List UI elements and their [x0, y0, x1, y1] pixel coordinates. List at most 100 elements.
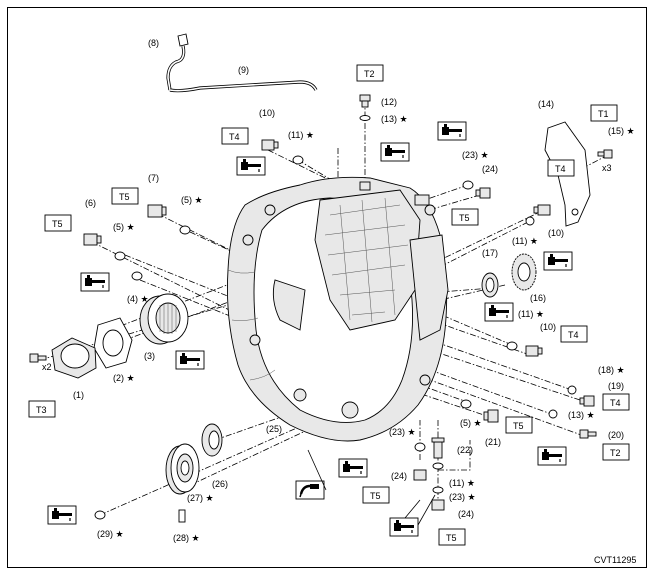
star-23c: ★ [468, 492, 476, 502]
star-23b: ★ [408, 427, 416, 437]
callout-11d: (11) [449, 478, 464, 488]
svg-text:(11) ★: (11) ★ [518, 309, 544, 319]
oil-can-apply-icon-5 [175, 350, 205, 370]
star-5c: ★ [474, 418, 482, 428]
svg-text:(20): (20) [608, 430, 624, 440]
callout-23a: (23) [462, 150, 478, 160]
svg-text:(5) ★: (5) ★ [460, 418, 482, 428]
torque-box-T4-plug-19: T4 [602, 393, 630, 411]
star-11a: ★ [306, 130, 314, 140]
icon-pointer-lines [307, 449, 436, 526]
svg-text:(26): (26) [212, 479, 228, 489]
svg-text:(10): (10) [548, 228, 564, 238]
part-16-gear [511, 253, 537, 291]
callout-10b: (10) [548, 228, 564, 238]
svg-text:(11) ★: (11) ★ [449, 478, 475, 488]
part-cover-bolt [29, 353, 47, 363]
part-21-plug [483, 409, 499, 423]
callout-7: (7) [148, 173, 159, 183]
svg-text:T5: T5 [119, 192, 130, 202]
torque-box-T4-mid: T4 [560, 325, 588, 343]
callout-26: (26) [212, 479, 228, 489]
oil-can-apply-icon-3 [437, 121, 467, 141]
callout-12: (12) [381, 97, 397, 107]
svg-text:(21): (21) [485, 437, 501, 447]
callout-22: (22) [457, 445, 473, 455]
part-24-plug-bottom [431, 499, 445, 511]
callout-20: (20) [608, 430, 624, 440]
svg-text:CVT11295: CVT11295 [594, 555, 636, 565]
part-13-gasket-lower [548, 409, 558, 419]
svg-text:(13) ★: (13) ★ [568, 410, 595, 420]
svg-text:(8): (8) [148, 38, 159, 48]
svg-text:(18) ★: (18) ★ [598, 365, 625, 375]
svg-text:(28) ★: (28) ★ [173, 533, 200, 543]
callout-24c: (24) [458, 509, 474, 519]
part-11-gasket-mid [506, 341, 518, 351]
svg-text:(14): (14) [538, 99, 554, 109]
torque-box-T5-plug-24: T5 [451, 208, 479, 226]
svg-text:(24): (24) [391, 471, 407, 481]
star-11c: ★ [536, 309, 544, 319]
star-13b: ★ [587, 410, 595, 420]
star-13a: ★ [400, 114, 408, 124]
svg-text:T5: T5 [370, 491, 381, 501]
part-22-union [431, 437, 445, 459]
part-7-plug [147, 204, 167, 218]
star-5b: ★ [127, 222, 135, 232]
torque-box-T5-plug-24-bottom: T5 [438, 528, 466, 546]
svg-text:(1): (1) [73, 390, 84, 400]
star-2: ★ [127, 373, 135, 383]
callout-6: (6) [85, 198, 96, 208]
star-11d: ★ [467, 478, 475, 488]
torque-box-T5-plug-21: T5 [505, 416, 533, 434]
svg-text:(4) ★: (4) ★ [127, 294, 149, 304]
torque-box-T4-right: T4 [547, 159, 575, 177]
svg-text:(27) ★: (27) ★ [187, 493, 214, 503]
part-8-fitting [166, 33, 189, 91]
part-5-gasket-b [114, 251, 126, 261]
callout-4: (4) [127, 294, 138, 304]
part-23-gasket-bottom [432, 486, 444, 494]
part-29-o-ring [94, 510, 106, 520]
part-3-filter [139, 293, 189, 345]
star-29: ★ [116, 529, 124, 539]
svg-text:T4: T4 [555, 164, 566, 174]
svg-text:(13) ★: (13) ★ [381, 114, 408, 124]
torque-box-T1: T1 [590, 104, 618, 122]
part-13-o-ring [359, 115, 371, 121]
callout-29: (29) [97, 529, 113, 539]
callout-2: (2) [113, 373, 124, 383]
callout-27: (27) [187, 493, 203, 503]
callout-5b: (5) [113, 222, 124, 232]
oil-can-apply-icon-4 [80, 272, 110, 292]
svg-text:(25): (25) [266, 424, 282, 434]
svg-text:T2: T2 [610, 448, 621, 458]
svg-text:(23) ★: (23) ★ [462, 150, 489, 160]
svg-text:T4: T4 [568, 330, 579, 340]
part-20-bolt [579, 429, 597, 439]
svg-text:(11) ★: (11) ★ [288, 130, 314, 140]
part-9-pipe [169, 80, 318, 93]
oil-can-apply-icon-1 [236, 156, 266, 176]
callout-16: (16) [530, 293, 546, 303]
part-11-gasket-upper [292, 155, 304, 165]
svg-text:(16): (16) [530, 293, 546, 303]
torque-box-T5-plug-24-lower: T5 [362, 486, 390, 504]
part-10-plug-right [533, 204, 551, 216]
callout-labels: (8) (9) (12) (13) ★ (10) (11) ★ (7) (5) … [42, 38, 636, 565]
svg-text:(22): (22) [457, 445, 473, 455]
svg-text:(29) ★: (29) ★ [97, 529, 124, 539]
callout-18: (18) [598, 365, 614, 375]
svg-text:(10): (10) [259, 108, 275, 118]
part-11-gasket-lower [432, 462, 444, 470]
torque-box-T5-plug-6: T5 [44, 214, 72, 232]
svg-text:(17): (17) [482, 248, 498, 258]
callout-11c: (11) [518, 309, 533, 319]
qty-x2: x2 [42, 362, 52, 372]
part-11-gasket-right [525, 216, 535, 226]
part-23-gasket-upper [462, 180, 474, 190]
part-17-ring [481, 272, 499, 298]
callout-10c: (10) [540, 322, 556, 332]
